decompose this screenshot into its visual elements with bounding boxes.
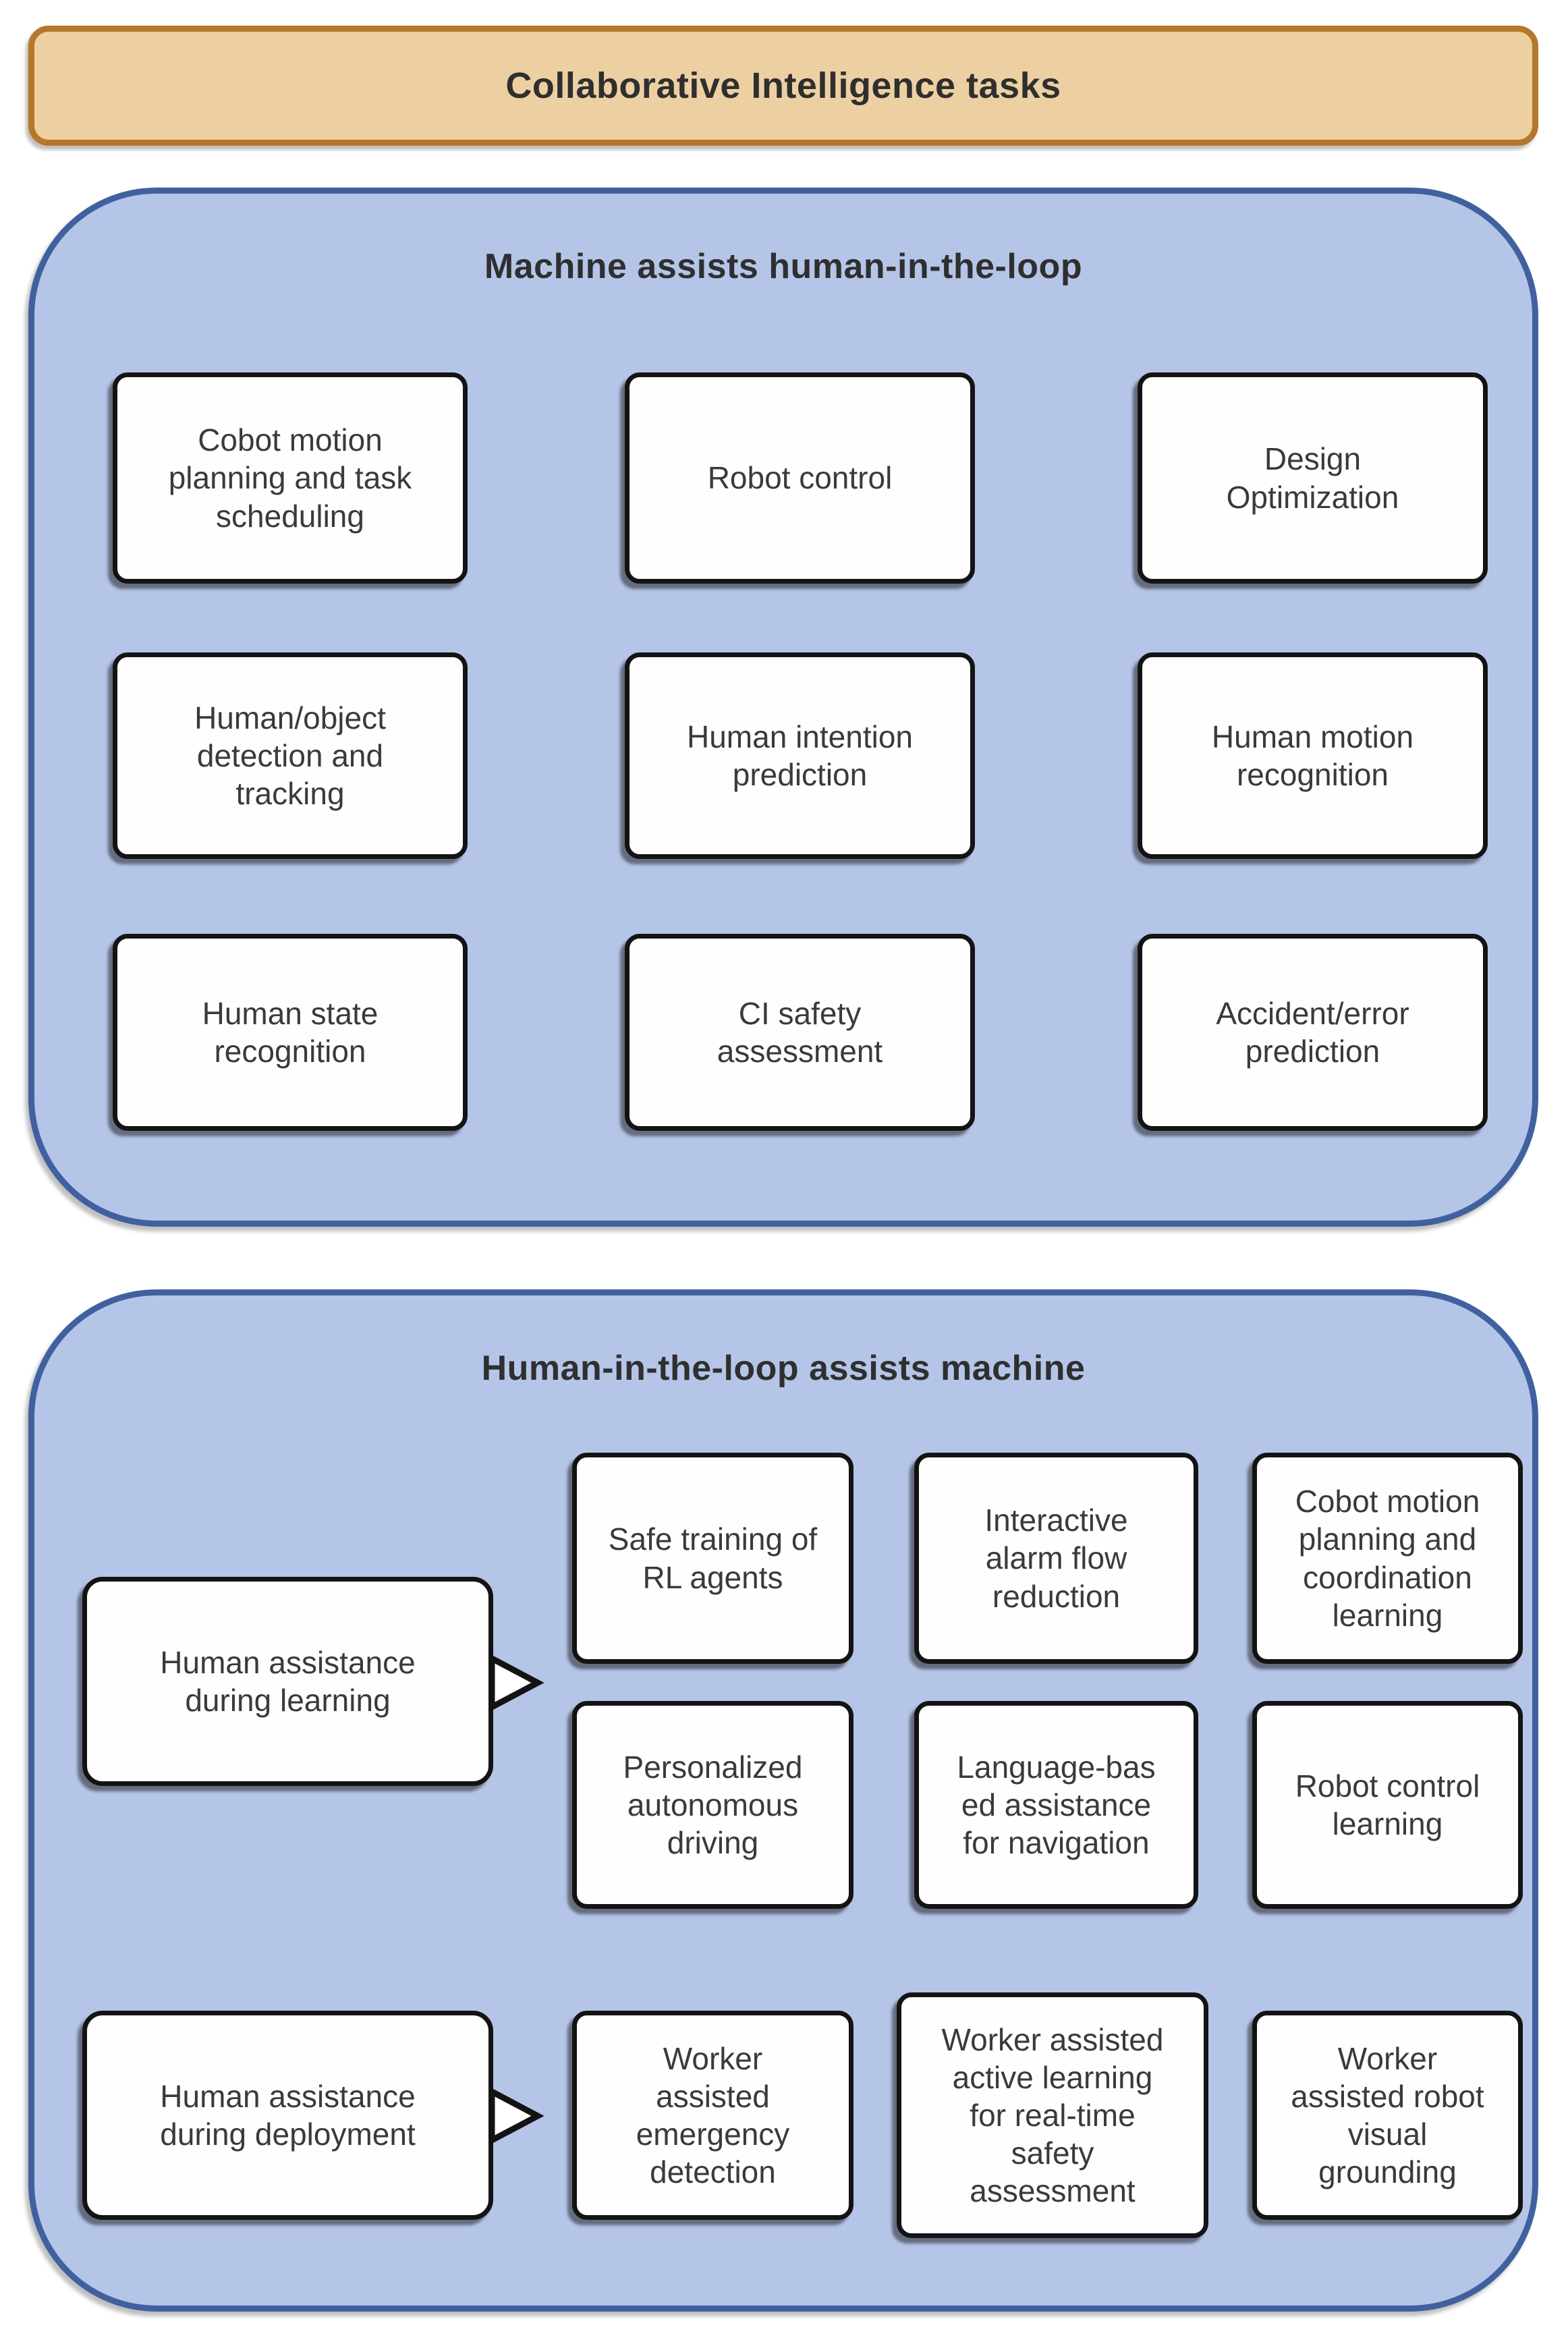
task-box-human-state-recognition: Human state recognition [113, 934, 468, 1131]
banner-title: Collaborative Intelligence tasks [505, 65, 1061, 106]
task-box-design-optimization: Design Optimization [1138, 372, 1488, 584]
task-box-accident-error-prediction: Accident/error prediction [1138, 934, 1488, 1131]
human-assists-machine-panel: Human-in-the-loop assists machine Human … [28, 1289, 1538, 2312]
arrow-right-icon [488, 1653, 544, 1712]
task-box-cobot-motion-planning-scheduling: Cobot motion planning and task schedulin… [113, 372, 468, 584]
task-box-worker-assisted-emergency-detection: Worker assisted emergency detection [572, 2011, 853, 2220]
task-box-human-object-detection-tracking: Human/object detection and tracking [113, 652, 468, 859]
task-box-interactive-alarm-flow-reduction: Interactive alarm flow reduction [914, 1453, 1198, 1664]
task-box-worker-assisted-robot-visual-grounding: Worker assisted robot visual grounding [1252, 2011, 1523, 2220]
task-box-worker-assisted-active-learning-safety: Worker assisted active learning for real… [897, 1992, 1208, 2238]
source-box-human-assistance-during-deployment: Human assistance during deployment [82, 2011, 493, 2220]
collaborative-intelligence-banner: Collaborative Intelligence tasks [28, 26, 1538, 146]
task-box-personalized-autonomous-driving: Personalized autonomous driving [572, 1701, 853, 1909]
task-box-robot-control: Robot control [625, 372, 975, 584]
task-box-robot-control-learning: Robot control learning [1252, 1701, 1523, 1909]
task-box-human-intention-prediction: Human intention prediction [625, 652, 975, 859]
task-box-ci-safety-assessment: CI safety assessment [625, 934, 975, 1131]
machine-assists-human-title: Machine assists human-in-the-loop [484, 247, 1083, 286]
task-box-language-based-assistance-navigation: Language-bas ed assistance for navigatio… [914, 1701, 1198, 1909]
arrow-right-icon [488, 2086, 544, 2146]
machine-assists-human-panel: Machine assists human-in-the-loop Cobot … [28, 188, 1538, 1227]
task-box-cobot-motion-coordination-learning: Cobot motion planning and coordination l… [1252, 1453, 1523, 1664]
source-box-human-assistance-during-learning: Human assistance during learning [82, 1577, 493, 1786]
human-assists-machine-title: Human-in-the-loop assists machine [481, 1349, 1086, 1388]
task-box-safe-training-rl-agents: Safe training of RL agents [572, 1453, 853, 1664]
task-box-human-motion-recognition: Human motion recognition [1138, 652, 1488, 859]
